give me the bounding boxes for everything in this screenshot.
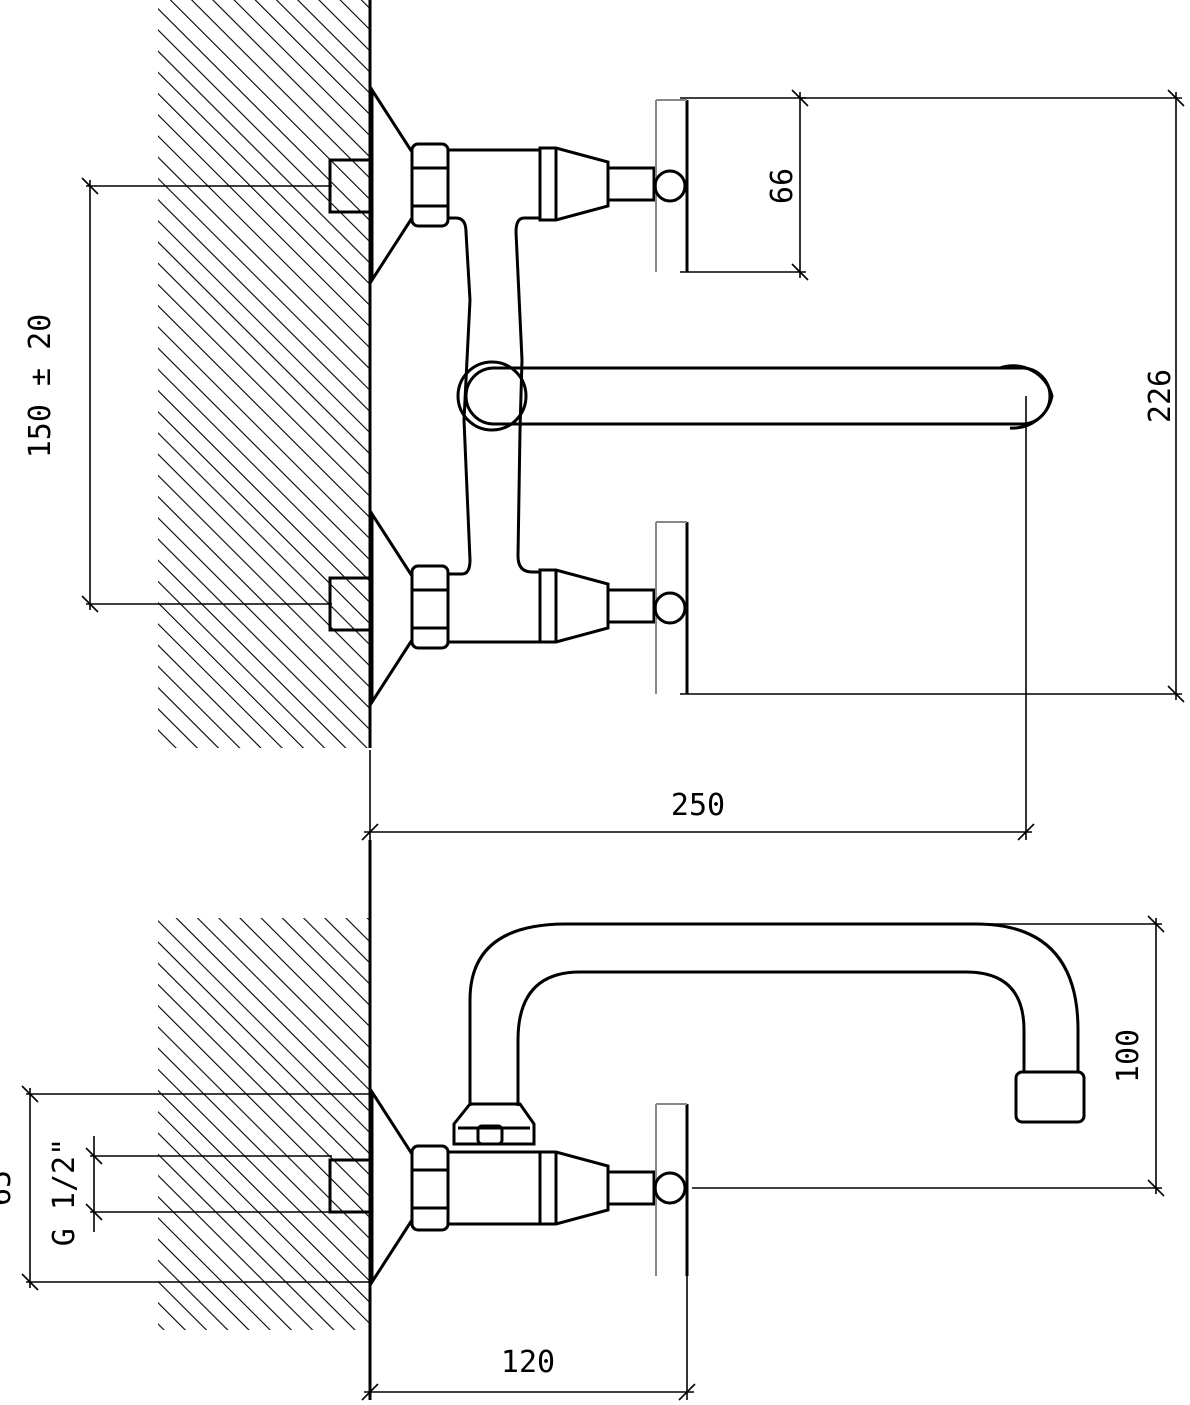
dim-flange-label: 65 <box>0 1170 18 1206</box>
lever-handle-lower <box>653 521 689 694</box>
dim-150: 150 ± 20 <box>23 177 332 613</box>
dim-thread-label: G 1/2" <box>47 1138 82 1246</box>
spout-arch-side <box>468 922 1086 1124</box>
lever-handle-side <box>653 1103 689 1276</box>
spout-top <box>456 360 1054 432</box>
dim-100-label: 100 <box>1111 1029 1146 1083</box>
dim-66: 66 <box>680 89 809 281</box>
dim-150-label: 150 ± 20 <box>23 314 58 459</box>
dim-120-label: 120 <box>501 1345 555 1380</box>
wall-hatch-side <box>158 840 372 1400</box>
dim-226-label: 226 <box>1143 369 1178 423</box>
top-view: 66 226 150 ± 20 250 <box>23 0 1185 841</box>
handle-cone-upper <box>538 146 656 222</box>
dim-66-label: 66 <box>765 168 800 204</box>
dim-120: 120 <box>361 1276 696 1401</box>
dim-thread: G 1/2" <box>47 1136 332 1246</box>
side-view: 100 120 G 1/2" 65 <box>0 840 1165 1401</box>
handle-cone-lower <box>538 568 656 644</box>
dim-226: 226 <box>680 89 1185 703</box>
spout-base-side <box>452 1102 536 1146</box>
wall-hatch-top <box>158 0 372 748</box>
dim-250-label: 250 <box>671 788 725 823</box>
dim-250: 250 <box>361 396 1035 841</box>
lever-handle-upper <box>653 99 689 272</box>
dim-flange: 65 <box>0 1085 372 1291</box>
handle-cone-side <box>538 1150 656 1226</box>
dim-100: 100 <box>692 915 1165 1197</box>
wall-fitting-side <box>328 1086 542 1288</box>
